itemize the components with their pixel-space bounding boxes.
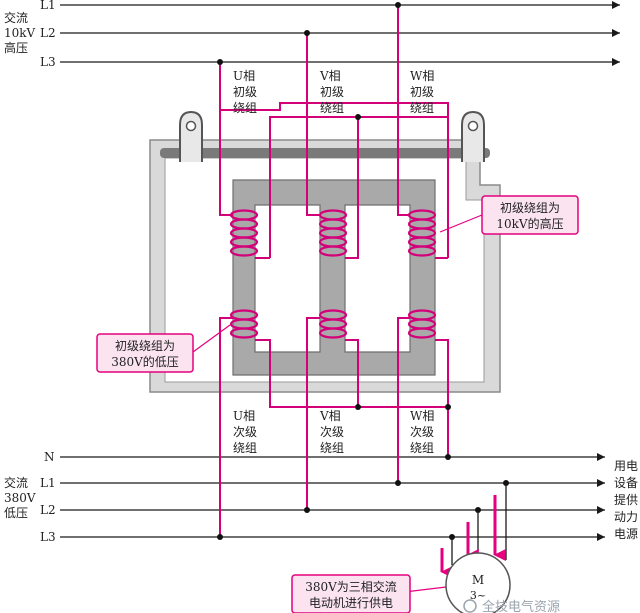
secondary-coil-v (318, 309, 348, 339)
primary-w-2: 初级 (410, 85, 434, 99)
power-note-5: 电源 (614, 527, 638, 541)
primary-v-1: V相 (319, 69, 341, 83)
secondary-v-2: 次级 (320, 425, 344, 439)
primary-coil-u (229, 209, 259, 257)
coil-turn (229, 245, 259, 257)
bus-low (60, 453, 605, 541)
callout-low-2: 380V的低压 (111, 354, 179, 369)
bus-high-group-1: 交流 (4, 10, 28, 25)
coil-turn (407, 327, 437, 339)
bus-low-group-2: 380V (4, 491, 36, 505)
bus-high-line-l1: L1 (40, 0, 56, 12)
bus-high-line-l2: L2 (40, 26, 56, 40)
bus-high-line-l3: L3 (40, 55, 56, 69)
bus-low-group-1: 交流 (4, 475, 28, 490)
callout-high-1: 初级绕组为 (500, 201, 560, 215)
callout-low-1: 初级绕组为 (115, 339, 175, 353)
lifting-lug-left (179, 110, 203, 162)
bus-low-line-l2: L2 (40, 503, 56, 517)
secondary-u-2: 次级 (233, 425, 257, 439)
primary-coil-v (318, 209, 348, 257)
secondary-u-1: U相 (233, 409, 255, 423)
bus-high (60, 1, 620, 66)
secondary-winding-labels: U相 次级 绕组 V相 次级 绕组 W相 次级 绕组 (233, 409, 434, 455)
secondary-wiring (219, 317, 449, 537)
callout-low: 初级绕组为 380V的低压 (96, 324, 231, 373)
power-note-4: 动力 (614, 510, 638, 524)
primary-u-1: U相 (233, 69, 255, 83)
secondary-u-3: 绕组 (233, 441, 257, 455)
secondary-coil-u (229, 309, 259, 339)
power-note-2: 设备 (614, 476, 638, 490)
coil-turn (318, 245, 348, 257)
bus-low-line-n: N (44, 450, 55, 464)
motor-symbol: M (472, 573, 484, 587)
motor: M 3~ (445, 552, 511, 613)
callout-motor: 380V为三相交流 电动机进行供电 (291, 574, 447, 613)
secondary-v-3: 绕组 (320, 441, 344, 455)
junction-dots (217, 2, 509, 540)
iron-core (232, 179, 436, 376)
bus-high-group-2: 10kV (4, 26, 36, 40)
callout-high-2: 10kV的高压 (496, 216, 563, 231)
bus-high-group-3: 高压 (4, 40, 28, 55)
coil-turn (318, 327, 348, 339)
coil-turn (407, 245, 437, 257)
primary-winding-labels: U相 初级 绕组 V相 初级 绕组 W相 初级 绕组 (233, 69, 434, 115)
secondary-w-1: W相 (410, 409, 434, 423)
watermark: 全技电气资源 (463, 599, 560, 613)
bus-high-labels: L1 L2 L3 交流 10kV 高压 (4, 0, 56, 69)
bus-low-line-l3: L3 (40, 530, 56, 544)
callout-motor-2: 电动机进行供电 (309, 596, 393, 610)
primary-u-2: 初级 (233, 85, 257, 99)
power-note-3: 提供 (614, 492, 638, 507)
callout-high: 初级绕组为 10kV的高压 (439, 195, 579, 235)
bus-low-labels: N L1 L2 L3 交流 380V 低压 用电 设备 提供 动力 电源 (4, 450, 638, 544)
secondary-coil-w (407, 309, 437, 339)
callout-motor-1: 380V为三相交流 (305, 579, 397, 594)
primary-v-3: 绕组 (320, 101, 344, 115)
primary-coil-w (407, 209, 437, 257)
power-note-1: 用电 (614, 459, 638, 473)
motor-sub: 3~ (470, 589, 486, 602)
bus-low-group-3: 低压 (4, 506, 28, 520)
watermark-text: 全技电气资源 (482, 599, 560, 613)
bus-low-line-l1: L1 (40, 476, 56, 490)
primary-w-1: W相 (410, 69, 434, 83)
coil-turn (229, 327, 259, 339)
primary-u-3: 绕组 (233, 101, 257, 115)
lifting-lug-right (461, 110, 485, 162)
secondary-w-3: 绕组 (410, 441, 434, 455)
secondary-v-1: V相 (319, 409, 341, 423)
primary-w-3: 绕组 (410, 101, 434, 115)
secondary-w-2: 次级 (410, 425, 434, 439)
primary-v-2: 初级 (320, 85, 344, 99)
motor-feed (440, 483, 507, 578)
coils (229, 209, 437, 339)
